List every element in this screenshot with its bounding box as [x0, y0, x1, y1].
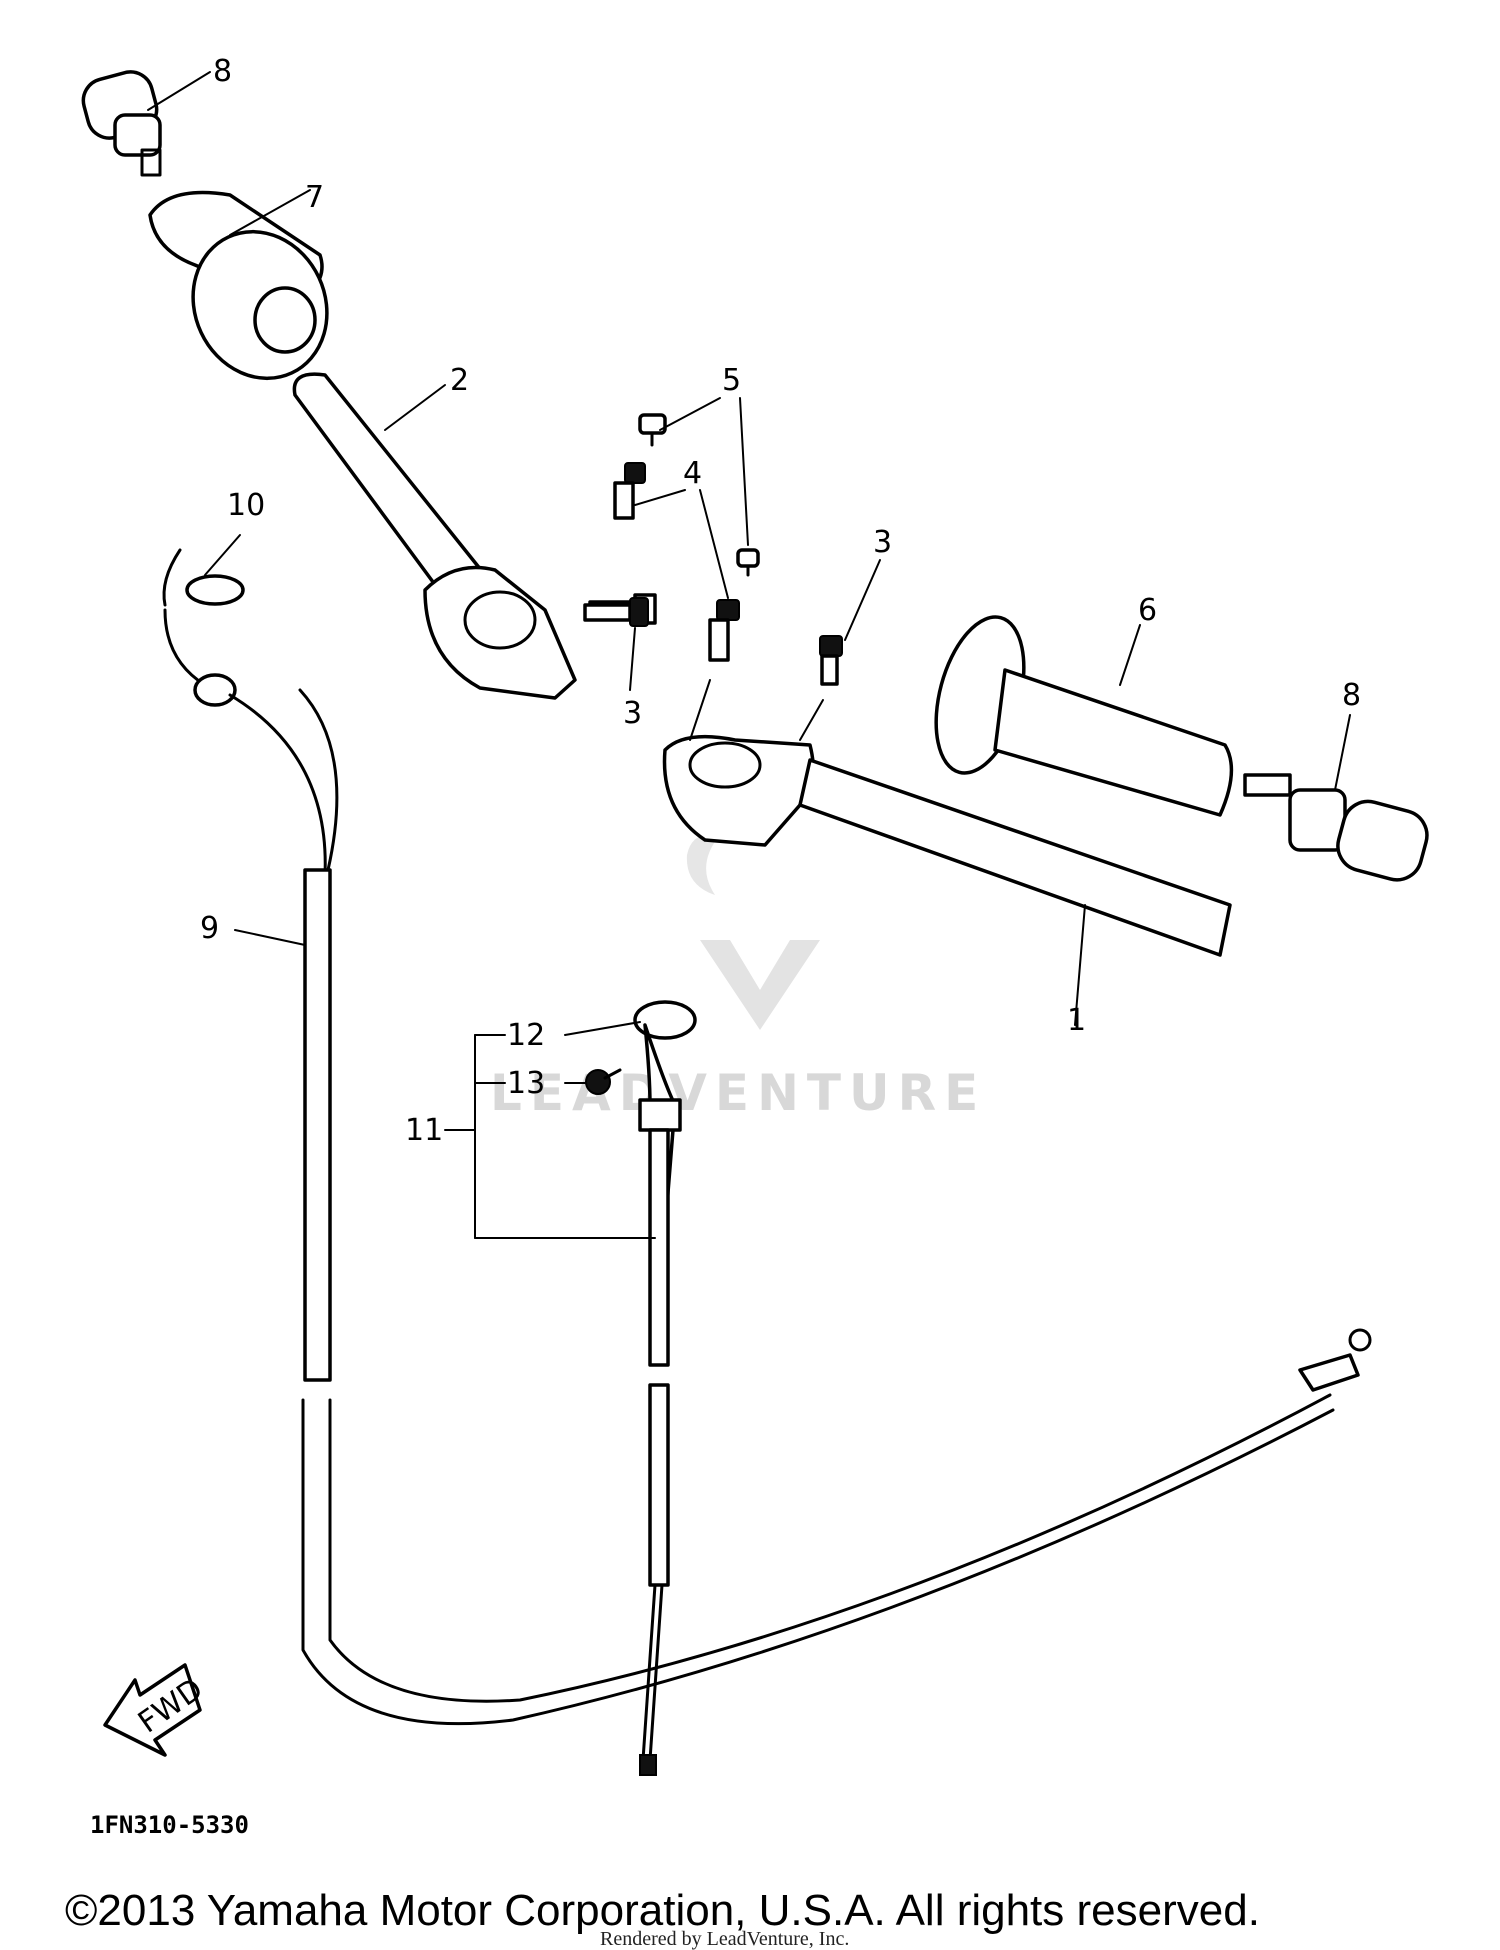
- right-grip: [934, 615, 1234, 817]
- label-7: 7: [305, 180, 324, 215]
- label-11: 11: [405, 1113, 443, 1148]
- leadventure-watermark: LEADVENTURE: [490, 834, 986, 1122]
- label-4: 4: [683, 456, 702, 491]
- label-9: 9: [200, 911, 219, 946]
- bar-end-weight-right: [1243, 714, 1429, 882]
- rendered-by-text: Rendered by LeadVenture, Inc.: [600, 1928, 849, 1950]
- screw-4-lower: [708, 599, 740, 662]
- left-handlebar-holder: [423, 565, 657, 700]
- leader-lines-5-4: [634, 397, 749, 599]
- label-12: 12: [507, 1018, 545, 1053]
- throttle-grip: [148, 189, 329, 381]
- label-13: 13: [507, 1066, 545, 1101]
- right-handlebar: [662, 679, 1232, 1026]
- label-8-left: 8: [213, 54, 232, 89]
- label-3-left: 3: [623, 696, 642, 731]
- forward-arrow: FWD: [103, 1663, 209, 1757]
- label-10: 10: [227, 488, 265, 523]
- choke-screw: [585, 1068, 622, 1095]
- bracket-11: [444, 1021, 656, 1239]
- screw-4-upper: [613, 462, 646, 520]
- part-labels: 8 7 2 5 4 10 3 3 6 8 9 12 13 11 1: [200, 54, 1361, 1148]
- watermark-text: LEADVENTURE: [490, 1064, 986, 1122]
- label-2: 2: [450, 363, 469, 398]
- label-6: 6: [1138, 593, 1157, 628]
- label-3-right: 3: [873, 525, 892, 560]
- diagram-code: 1FN310-5330: [90, 1811, 249, 1839]
- cable-clip: [185, 534, 245, 606]
- throttle-tube: [292, 372, 487, 607]
- label-8-right: 8: [1342, 678, 1361, 713]
- choke-cable: [633, 1000, 697, 1776]
- screw-3-right: [819, 559, 881, 686]
- screw-5-upper: [638, 413, 667, 447]
- bar-end-weight-left: [81, 70, 211, 177]
- screw-3-left: [583, 597, 649, 691]
- label-5: 5: [722, 363, 741, 398]
- copyright-text: ©2013 Yamaha Motor Corporation, U.S.A. A…: [65, 1886, 1260, 1935]
- label-1: 1: [1067, 1003, 1086, 1038]
- throttle-cable: [162, 548, 1372, 1726]
- screw-5-lower: [736, 548, 760, 577]
